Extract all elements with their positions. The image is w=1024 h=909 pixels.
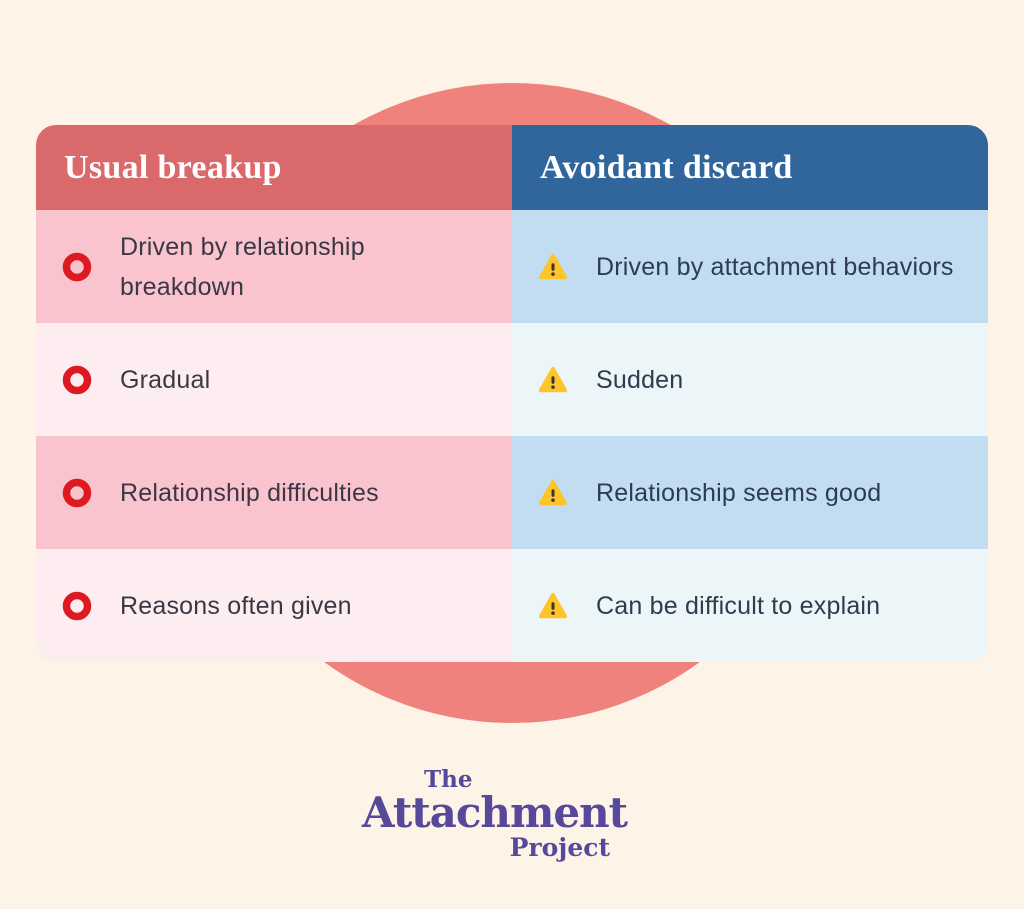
cell-text: Relationship difficulties (120, 478, 379, 507)
column-header-usual-breakup: Usual breakup (36, 125, 512, 210)
cell-text: Relationship seems good (596, 478, 882, 507)
logo-text-project: Project (509, 833, 610, 863)
table-row: Driven by attachment behaviors (512, 210, 988, 323)
warning-triangle-icon (538, 591, 568, 621)
column-header-avoidant-discard: Avoidant discard (512, 125, 988, 210)
attachment-project-logo: The Attachment Project (362, 766, 628, 863)
cell-text: Reasons often given (120, 591, 352, 620)
column-usual-breakup: Usual breakup Driven by relationship bre… (36, 125, 512, 662)
table-row: Relationship difficulties (36, 436, 512, 549)
table-row: Relationship seems good (512, 436, 988, 549)
table-row: Can be difficult to explain (512, 549, 988, 662)
logo-text-attachment: Attachment (362, 788, 628, 837)
warning-triangle-icon (538, 365, 568, 395)
comparison-table: Usual breakup Driven by relationship bre… (36, 125, 988, 662)
red-circle-icon (62, 252, 92, 282)
table-row: Gradual (36, 323, 512, 436)
cell-text: Driven by attachment behaviors (596, 252, 954, 281)
cell-text: Gradual (120, 365, 211, 394)
table-row: Reasons often given (36, 549, 512, 662)
table-row: Driven by relationship breakdown (36, 210, 512, 323)
warning-triangle-icon (538, 252, 568, 282)
cell-text: Driven by relationship breakdown (120, 232, 365, 301)
cell-text: Can be difficult to explain (596, 591, 881, 620)
cell-text: Sudden (596, 365, 684, 394)
warning-triangle-icon (538, 478, 568, 508)
column-avoidant-discard: Avoidant discard Driven by attachment be… (512, 125, 988, 662)
logo-text-the: The (424, 766, 473, 793)
red-circle-icon (62, 478, 92, 508)
red-circle-icon (62, 591, 92, 621)
table-row: Sudden (512, 323, 988, 436)
red-circle-icon (62, 365, 92, 395)
